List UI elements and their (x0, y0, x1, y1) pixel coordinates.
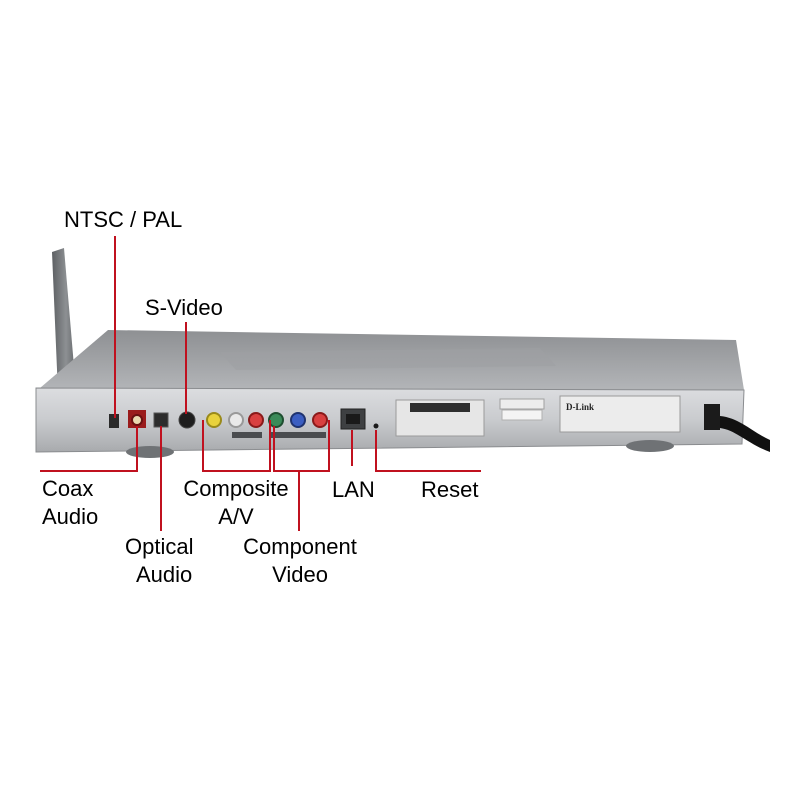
foot-right (626, 440, 674, 452)
component-pr-jack (312, 412, 328, 428)
label-optical-audio-line2: Audio (136, 562, 193, 587)
composite-audio-left-jack (228, 412, 244, 428)
label-sticker-small (499, 398, 545, 410)
label-component-video: Component Video (236, 533, 364, 589)
component-y-jack (268, 412, 284, 428)
ntsc-pal-switch (109, 414, 119, 428)
brand-badge: D-Link (566, 402, 594, 412)
label-composite-av: Composite A/V (174, 475, 298, 531)
label-reset: Reset (421, 477, 479, 502)
top-reflection (220, 348, 556, 370)
s-video-port (178, 411, 196, 429)
optical-audio-port (153, 412, 169, 428)
coax-audio-jack (131, 414, 143, 426)
label-s-video: S-Video (145, 295, 223, 320)
power-connector (704, 404, 720, 430)
lan-port-inner (346, 414, 360, 424)
label-composite-av-line2: A/V (218, 504, 254, 529)
label-coax-audio-line2: Audio (42, 504, 99, 529)
composite-video-jack (206, 412, 222, 428)
label-optical-audio: Optical Audio (125, 533, 193, 589)
label-component-video-line1: Component (243, 534, 357, 559)
component-label-strip (270, 432, 326, 438)
reset-button (373, 423, 379, 429)
label-coax-audio-line1: Coax (42, 476, 94, 501)
label-lan: LAN (332, 477, 375, 502)
component-pb-jack (290, 412, 306, 428)
label-ntsc-pal: NTSC / PAL (64, 207, 183, 232)
label-component-video-line2: Video (272, 562, 328, 587)
power-cable (720, 416, 770, 452)
label-sticker-barcode (501, 409, 543, 421)
composite-label-strip (232, 432, 262, 438)
label-sticker-center-header (410, 403, 470, 412)
composite-audio-right-jack (248, 412, 264, 428)
foot-left (126, 446, 174, 458)
label-composite-av-line1: Composite (183, 476, 289, 501)
label-coax-audio: Coax Audio (42, 475, 98, 531)
label-optical-audio-line1: Optical (125, 534, 194, 559)
label-sticker-model (559, 395, 681, 433)
